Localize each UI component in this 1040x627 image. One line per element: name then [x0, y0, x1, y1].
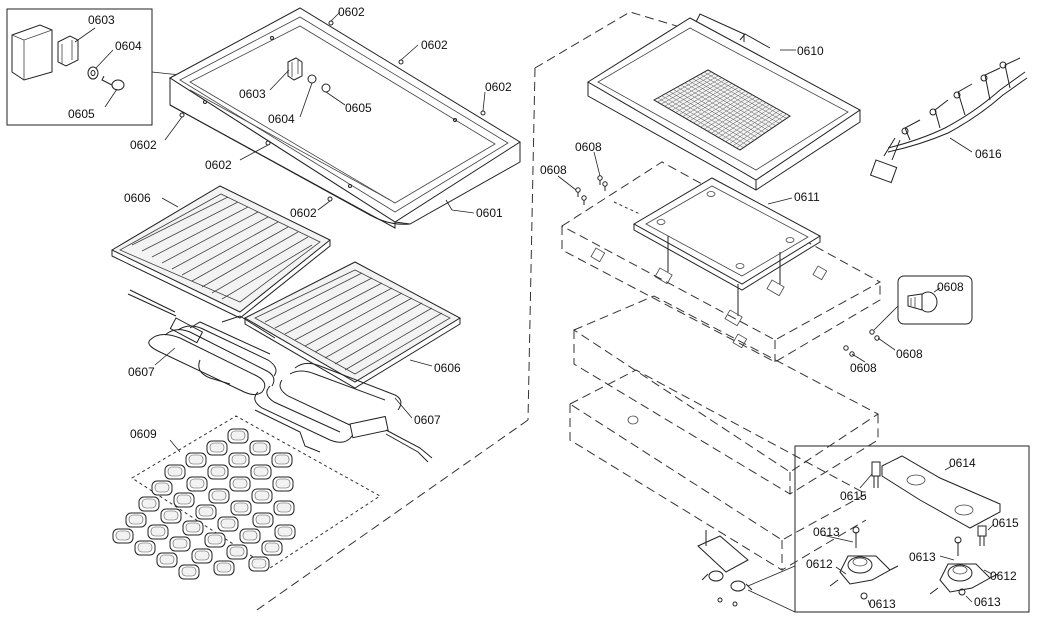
lava-stone [160, 508, 182, 524]
lava-stone [251, 488, 273, 504]
lava-stone [164, 464, 186, 480]
grill-grate-lower-0606: 0606 [243, 261, 461, 389]
label-frame-0602-left: 0602 [130, 138, 157, 152]
lava-stone [134, 540, 156, 556]
lava-stone [229, 476, 251, 492]
lava-stone [125, 512, 147, 528]
drip-tray-0610: 0610 [587, 13, 861, 191]
housing-outline [561, 161, 882, 571]
label-grate-upper-0606: 0606 [124, 191, 151, 205]
lava-stone [226, 544, 248, 560]
label-screw-0613-c: 0613 [869, 597, 896, 611]
grill-frame-0601: 0602 0602 0602 0603 0604 0605 0602 0602 … [130, 5, 521, 229]
label-inset-0604: 0604 [115, 39, 142, 53]
lava-stone [213, 560, 235, 576]
lava-stone [173, 492, 195, 508]
label-inset-0605: 0605 [68, 107, 95, 121]
lava-stone [178, 564, 200, 580]
lava-stone [227, 428, 249, 444]
left-assembly-dashed-boundary [253, 11, 691, 613]
grill-grate-upper-0606: 0606 [110, 185, 331, 319]
label-screw-0608-c: 0608 [896, 347, 923, 361]
lava-stone [228, 452, 250, 468]
lava-stone [273, 500, 295, 516]
label-frame-0602-right2: 0602 [485, 80, 512, 94]
label-thermostat-0612-a: 0612 [806, 557, 833, 571]
inset-screw-0608: 0608 [873, 275, 973, 331]
lava-stone [195, 504, 217, 520]
label-screw-0608-a: 0608 [540, 163, 567, 177]
lava-stone [252, 512, 274, 528]
label-frame-0602-bottom: 0602 [290, 206, 317, 220]
label-frame-0602-right1: 0602 [421, 38, 448, 52]
label-screw-0613-d: 0613 [974, 595, 1001, 609]
label-pan-0611: 0611 [794, 190, 820, 204]
label-element-right-0607: 0607 [414, 413, 441, 427]
lava-stone [151, 480, 173, 496]
label-screw-0615-a: 0615 [840, 489, 867, 503]
lava-stone [147, 524, 169, 540]
lava-stone [182, 520, 204, 536]
label-frame-0602-mid: 0602 [205, 158, 232, 172]
lava-stone [249, 440, 271, 456]
lava-stone [217, 516, 239, 532]
heating-element-right-0607: 0607 [254, 362, 441, 463]
lava-stone [207, 464, 229, 480]
label-element-left-0607: 0607 [128, 365, 155, 379]
label-frame-0603: 0603 [239, 87, 266, 101]
lava-stone [204, 532, 226, 548]
screws-0608-right: 0608 0608 [843, 329, 923, 375]
lava-stone [112, 528, 134, 544]
lava-stone [272, 476, 294, 492]
lava-stone [274, 524, 296, 540]
lava-stone [138, 496, 160, 512]
thermostat-assembly-small [697, 530, 796, 613]
lava-stone [250, 464, 272, 480]
lava-stone [185, 452, 207, 468]
label-inset-0603: 0603 [88, 13, 115, 27]
label-screw-0615-b: 0615 [992, 516, 1019, 530]
wire-harness-0616: 0616 [869, 57, 1028, 184]
lava-stone [156, 552, 178, 568]
screws-0608-left: 0608 0608 [540, 140, 608, 205]
label-thermostat-0613-a: 0613 [813, 525, 840, 539]
lava-stone [239, 528, 261, 544]
label-screw-0608-d: 0608 [850, 361, 877, 375]
label-frame-0602-top: 0602 [338, 5, 365, 19]
lava-stone [169, 536, 191, 552]
inset-thermostat-detail: 0614 0615 0615 0613 0612 0613 0613 [794, 445, 1030, 613]
lava-stone [208, 488, 230, 504]
lava-stone [186, 476, 208, 492]
label-grate-lower-0606: 0606 [434, 361, 461, 375]
lava-stones-0609: 0609 [112, 415, 381, 580]
label-harness-0616: 0616 [975, 147, 1002, 161]
label-inset-screw-0608: 0608 [937, 280, 964, 294]
label-drip-tray-0610: 0610 [797, 44, 824, 58]
lava-stone [206, 440, 228, 456]
lava-stone [248, 556, 270, 572]
inset-clip-detail: 0603 0604 0605 [6, 8, 181, 126]
lava-stone [230, 500, 252, 516]
label-thermostat-0613-b: 0613 [909, 550, 936, 564]
label-screw-0608-b: 0608 [575, 140, 602, 154]
lava-stone [191, 548, 213, 564]
label-frame-0604: 0604 [268, 112, 295, 126]
label-bracket-0614: 0614 [949, 456, 976, 470]
lava-stone [261, 540, 283, 556]
label-frame-0601: 0601 [476, 206, 503, 220]
label-thermostat-0612-b: 0612 [990, 569, 1017, 583]
label-frame-0605: 0605 [345, 101, 372, 115]
lava-stone [271, 452, 293, 468]
label-stones-0609: 0609 [130, 427, 157, 441]
pan-0611: 0611 [632, 177, 822, 327]
heating-element-left-0607: 0607 [127, 289, 277, 396]
